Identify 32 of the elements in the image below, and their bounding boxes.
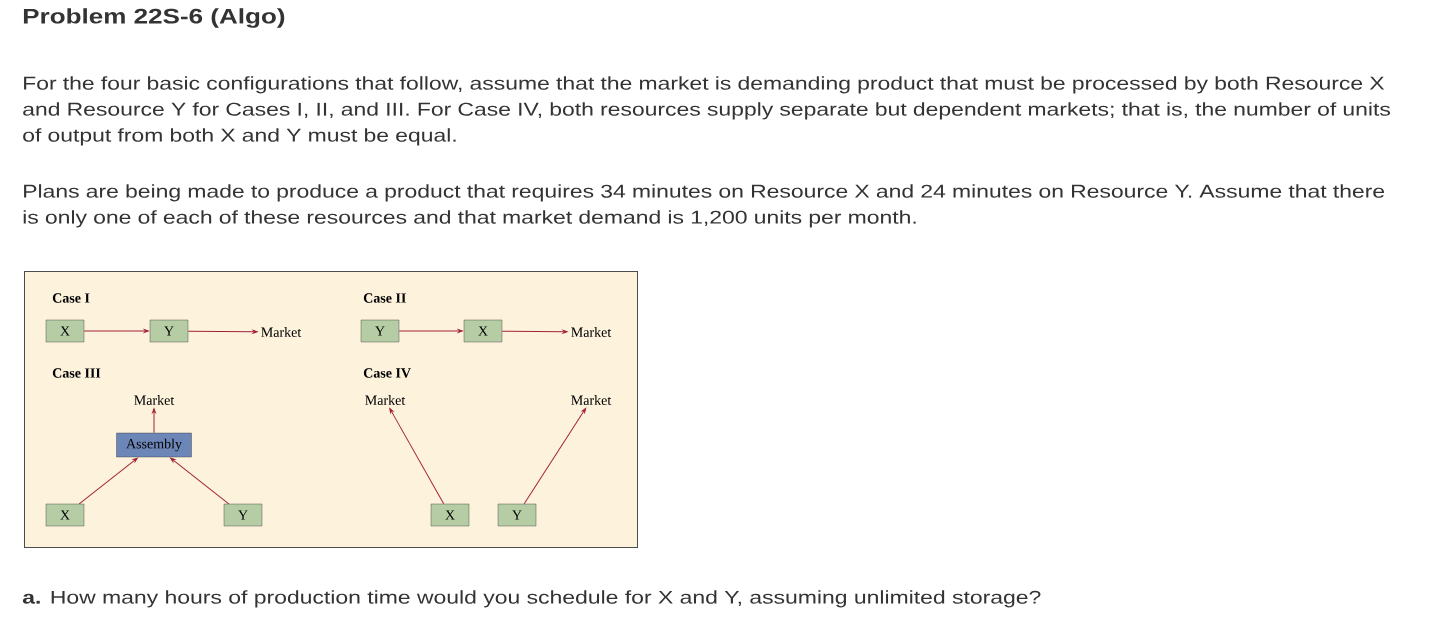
- arrow: [389, 407, 445, 505]
- arrow: [398, 329, 463, 333]
- case-heading: Case I: [52, 293, 90, 303]
- question: a. How many hours of production time would you schedule for X and Y, assuming unlimited storage?: [22, 590, 1041, 608]
- market-label: Market: [134, 395, 175, 405]
- diagram-panel: [24, 271, 638, 548]
- assembly-box: Assembly: [116, 432, 192, 458]
- resource-box: X: [45, 503, 85, 527]
- market-label: Market: [571, 327, 612, 337]
- case-heading: Case III: [52, 368, 101, 378]
- resource-box: Y: [149, 319, 189, 343]
- market-label: Market: [571, 395, 612, 405]
- arrow: [523, 407, 587, 505]
- resource-box: X: [430, 503, 470, 527]
- title: Problem 22S-6 (Algo): [23, 8, 285, 28]
- arrow: [83, 329, 149, 333]
- resource-box: X: [463, 319, 503, 343]
- resource-box: Y: [360, 319, 400, 343]
- case-heading: Case II: [363, 293, 406, 303]
- arrow: [152, 408, 156, 434]
- arrow: [78, 457, 138, 505]
- resource-box: Y: [223, 503, 263, 527]
- resource-box: Y: [497, 503, 537, 527]
- resource-box: X: [45, 319, 85, 343]
- arrow: [501, 329, 568, 334]
- market-label: Market: [261, 327, 302, 337]
- arrow: [187, 329, 258, 334]
- market-label: Market: [365, 395, 406, 405]
- paragraph: Plans are being made to produce a product that requires 34 minutes on Resource X and 24 minutes on Resource Y. Assume that there is only one of each of these resources and that market demand is 1,200 units per month.: [23, 184, 1385, 228]
- case-heading: Case IV: [363, 368, 411, 378]
- paragraph: For the four basic configurations that follow, assume that the market is demanding product that must be processed by both Resource X and Resource Y for Cases I, II, and III. For Case IV, both resources supply separate but dependent markets; that is, the number of units of output from both X and Y must be equal.: [23, 76, 1390, 146]
- arrow: [170, 457, 230, 505]
